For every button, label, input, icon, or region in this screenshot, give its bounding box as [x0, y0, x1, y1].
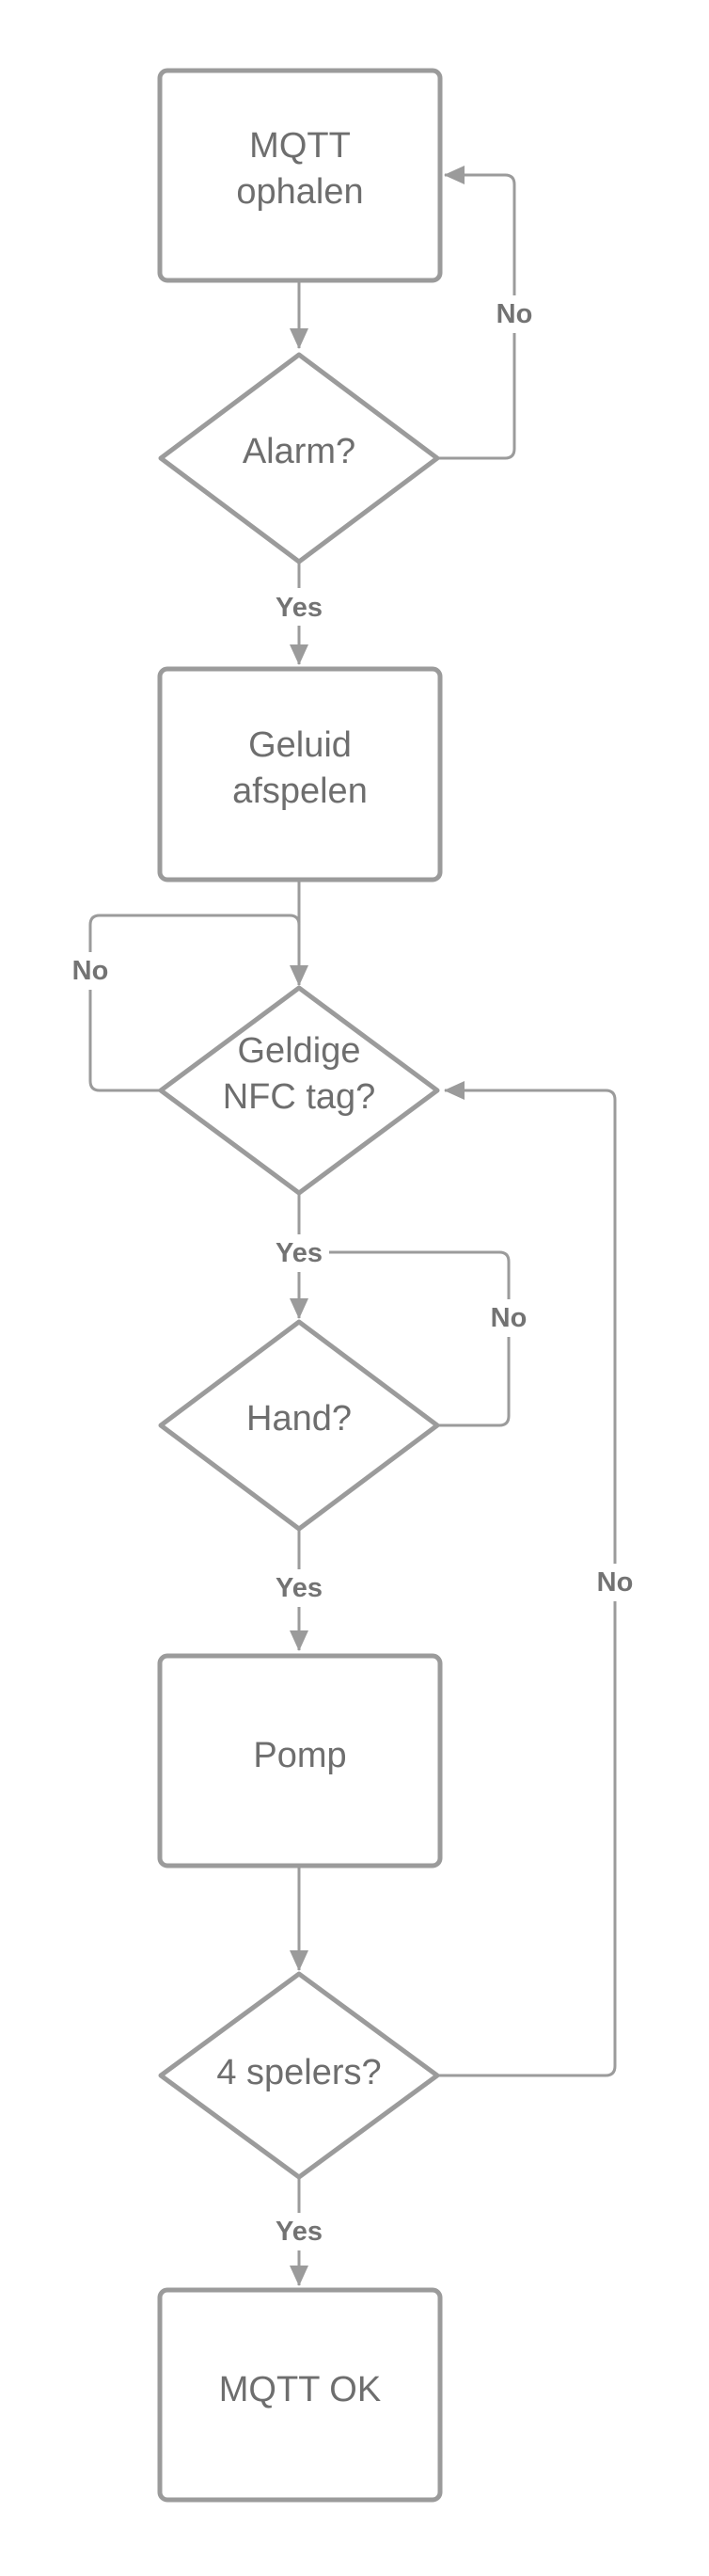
node-label: Alarm? — [243, 432, 355, 471]
node-label: MQTT OK — [219, 2370, 381, 2409]
label-nfc-no: No — [72, 956, 109, 986]
node-label: Hand? — [246, 1399, 352, 1439]
label-spelers-no: No — [597, 1567, 634, 1598]
label-alarm-yes: Yes — [276, 593, 323, 623]
edge-nfc-no-loop — [88, 914, 301, 1092]
node-label: Geluid — [248, 725, 352, 765]
node-label: Geldige — [238, 1031, 361, 1071]
node-mqtt-ok: MQTT OK — [157, 2287, 443, 2503]
node-label: ophalen — [236, 172, 363, 212]
label-spelers-yes: Yes — [276, 2217, 323, 2247]
edge-hand-no-loop — [299, 1250, 511, 1427]
edge-spelers-no-loop — [437, 1081, 617, 2077]
node-label: afspelen — [232, 771, 368, 811]
node-geluid-afspelen: Geluid afspelen — [157, 666, 443, 883]
label-hand-yes: Yes — [276, 1573, 323, 1603]
node-mqtt-ophalen: MQTT ophalen — [157, 68, 443, 283]
node-label: 4 spelers? — [216, 2053, 381, 2092]
label-alarm-no: No — [496, 299, 533, 329]
node-pomp: Pomp — [157, 1653, 443, 1868]
label-hand-no: No — [491, 1303, 528, 1333]
node-hand: Hand? — [158, 1319, 440, 1532]
node-label: Pomp — [253, 1736, 346, 1775]
node-4-spelers: 4 spelers? — [158, 1971, 440, 2180]
label-nfc-yes: Yes — [276, 1238, 323, 1268]
node-label: MQTT — [249, 126, 351, 166]
node-nfc: Geldige NFC tag? — [158, 985, 440, 1196]
node-label: NFC tag? — [223, 1077, 376, 1117]
node-alarm: Alarm? — [158, 352, 440, 564]
edge-labels: No Yes No Yes No Yes No Yes — [65, 295, 640, 2250]
